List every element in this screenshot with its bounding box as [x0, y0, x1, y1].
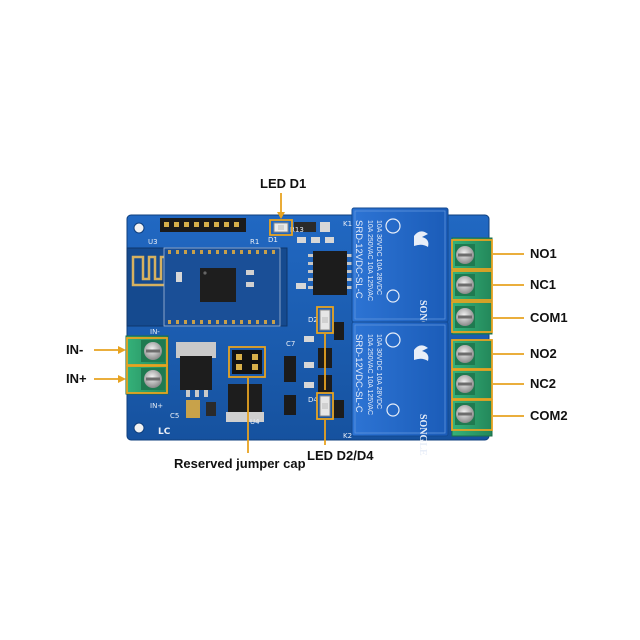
- led-d4: [319, 395, 331, 417]
- label-nc1: NC1: [530, 277, 557, 292]
- relay-1-rating-2: 10A 30VDC 10A 28VDC: [375, 220, 382, 295]
- silk-lc: LC: [158, 427, 171, 437]
- silk-c7: C7: [286, 340, 295, 348]
- relay-2-rating-2: 10A 30VDC 10A 28VDC: [375, 334, 382, 409]
- silk-k2: K2: [343, 432, 352, 440]
- voltage-regulator: [176, 342, 216, 397]
- callout-box-led-d2: [316, 306, 334, 334]
- terminal-screw-no1: [455, 244, 475, 266]
- mounting-hole: [133, 422, 145, 434]
- relay-1-model: SRD-12VDC-SL-C: [353, 220, 364, 299]
- relay-2: SONGLE SRD-12VDC-SL-C 10A 250VAC 10A 125…: [351, 321, 449, 456]
- silk-in-plus: IN+: [150, 402, 163, 410]
- callout-box-nc2: [451, 369, 493, 400]
- reserved-jumper: [232, 350, 262, 374]
- terminal-screw-com1: [455, 306, 475, 328]
- terminal-screw-in-minus: [141, 340, 165, 362]
- silk-d2: D2: [308, 316, 318, 324]
- bluetooth-module: [126, 247, 288, 327]
- callout-box-nc1: [451, 270, 493, 301]
- silk-in-minus: IN-: [150, 328, 160, 336]
- terminal-screw-no2: [455, 343, 475, 365]
- callout-box-jumper: [228, 346, 266, 378]
- callout-box-com2: [451, 399, 493, 431]
- label-com1: COM1: [530, 310, 568, 325]
- relay-2-brand: SONGLE: [417, 414, 428, 456]
- terminal-screw-nc2: [455, 373, 475, 395]
- label-no2: NO2: [530, 346, 557, 361]
- label-no1: NO1: [530, 246, 557, 261]
- label-in-plus: IN+: [66, 371, 87, 386]
- label-in-minus: IN-: [66, 342, 84, 357]
- label-led-d1: LED D1: [260, 176, 307, 191]
- relay-2-model: SRD-12VDC-SL-C: [353, 334, 364, 413]
- callout-box-in-minus: [126, 337, 168, 366]
- silk-d1: D1: [268, 236, 278, 244]
- terminal-screw-com2: [455, 403, 475, 425]
- callout-box-led-d4: [316, 392, 334, 420]
- callout-box-in-plus: [126, 365, 168, 394]
- silk-k1: K1: [343, 220, 352, 228]
- callout-box-led-d1: [269, 219, 293, 236]
- silk-c5: C5: [170, 412, 179, 420]
- driver-ic: [308, 251, 352, 295]
- callout-box-com1: [451, 301, 493, 333]
- label-led-d2-d4: LED D2/D4: [307, 448, 374, 463]
- mounting-hole: [133, 222, 145, 234]
- relay-1-rating-1: 10A 250VAC 10A 125VAC: [366, 220, 373, 301]
- terminal-screw-nc1: [455, 274, 475, 296]
- callout-box-no1: [451, 239, 493, 270]
- relay-2-rating-1: 10A 250VAC 10A 125VAC: [366, 334, 373, 415]
- label-reserved-jumper-cap: Reserved jumper cap: [174, 456, 306, 471]
- label-com2: COM2: [530, 408, 568, 423]
- silk-r13: R13: [290, 226, 304, 234]
- silk-u3: U3: [148, 238, 158, 246]
- callout-box-no2: [451, 339, 493, 370]
- silk-d4: D4: [308, 396, 318, 404]
- led-d2: [319, 309, 331, 331]
- silk-r1: R1: [250, 238, 259, 246]
- pin-header: [160, 218, 246, 232]
- silk-u4: U4: [250, 418, 260, 426]
- label-nc2: NC2: [530, 376, 557, 391]
- terminal-screw-in-plus: [141, 368, 165, 390]
- relay-1-brand: SONGLE: [417, 300, 428, 342]
- relay-1: SONGLE SRD-12VDC-SL-C 10A 250VAC 10A 125…: [351, 207, 449, 342]
